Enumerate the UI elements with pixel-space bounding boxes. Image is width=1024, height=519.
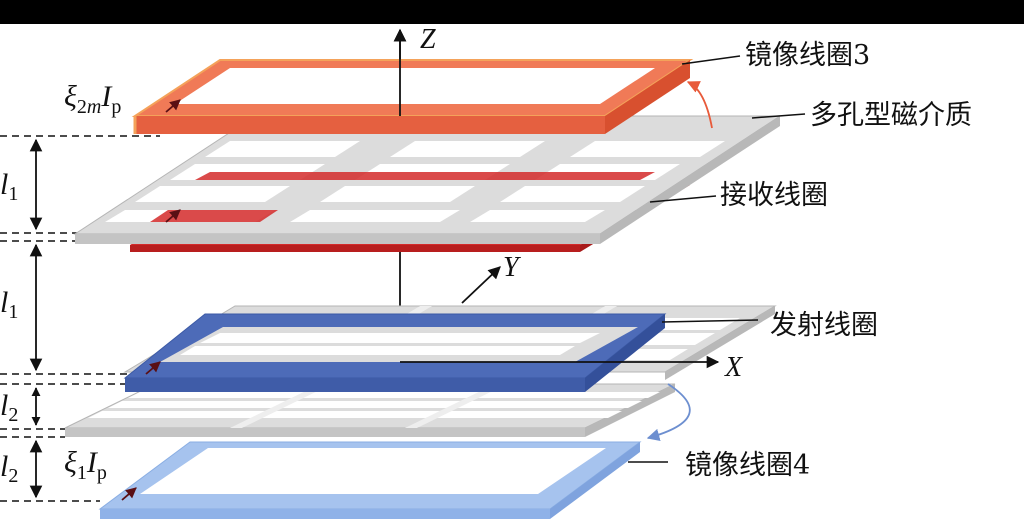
coupling-arrow-bottom [646, 383, 691, 442]
label-porous-medium: 多孔型磁介质 [810, 100, 972, 131]
image-coil-4 [98, 441, 642, 519]
transmitting-coil [123, 313, 667, 392]
dimension-l1-lower: l1 [0, 286, 18, 323]
label-image-coil-4: 镜像线圈4 [685, 450, 810, 481]
axis-label-y: Y [503, 252, 522, 283]
current-direction-arrows [121, 99, 181, 501]
axis-label-z: Z [420, 24, 436, 55]
image-coil-3 [131, 59, 694, 134]
label-transmitting-coil: 发射线圈 [770, 310, 878, 341]
porous-medium-layer-top [73, 115, 782, 244]
leader-lines [628, 55, 806, 463]
current-label-bottom: ξ1Ip [64, 446, 107, 484]
y-axis-line [461, 266, 501, 304]
reference-lines [0, 135, 160, 502]
current-label-top: ξ2mIp [64, 80, 121, 118]
dimension-l2-lower: l2 [0, 450, 18, 487]
dimension-l1-upper: l1 [0, 168, 18, 205]
label-image-coil-3: 镜像线圈3 [745, 40, 870, 71]
coupling-arrow-top [686, 81, 713, 129]
porous-medium-layer-bottom [64, 383, 676, 437]
label-receiving-coil: 接收线圈 [720, 180, 828, 211]
top-band [0, 0, 1024, 24]
dimension-l2-upper: l2 [0, 389, 18, 426]
axis-label-x: X [724, 352, 743, 383]
